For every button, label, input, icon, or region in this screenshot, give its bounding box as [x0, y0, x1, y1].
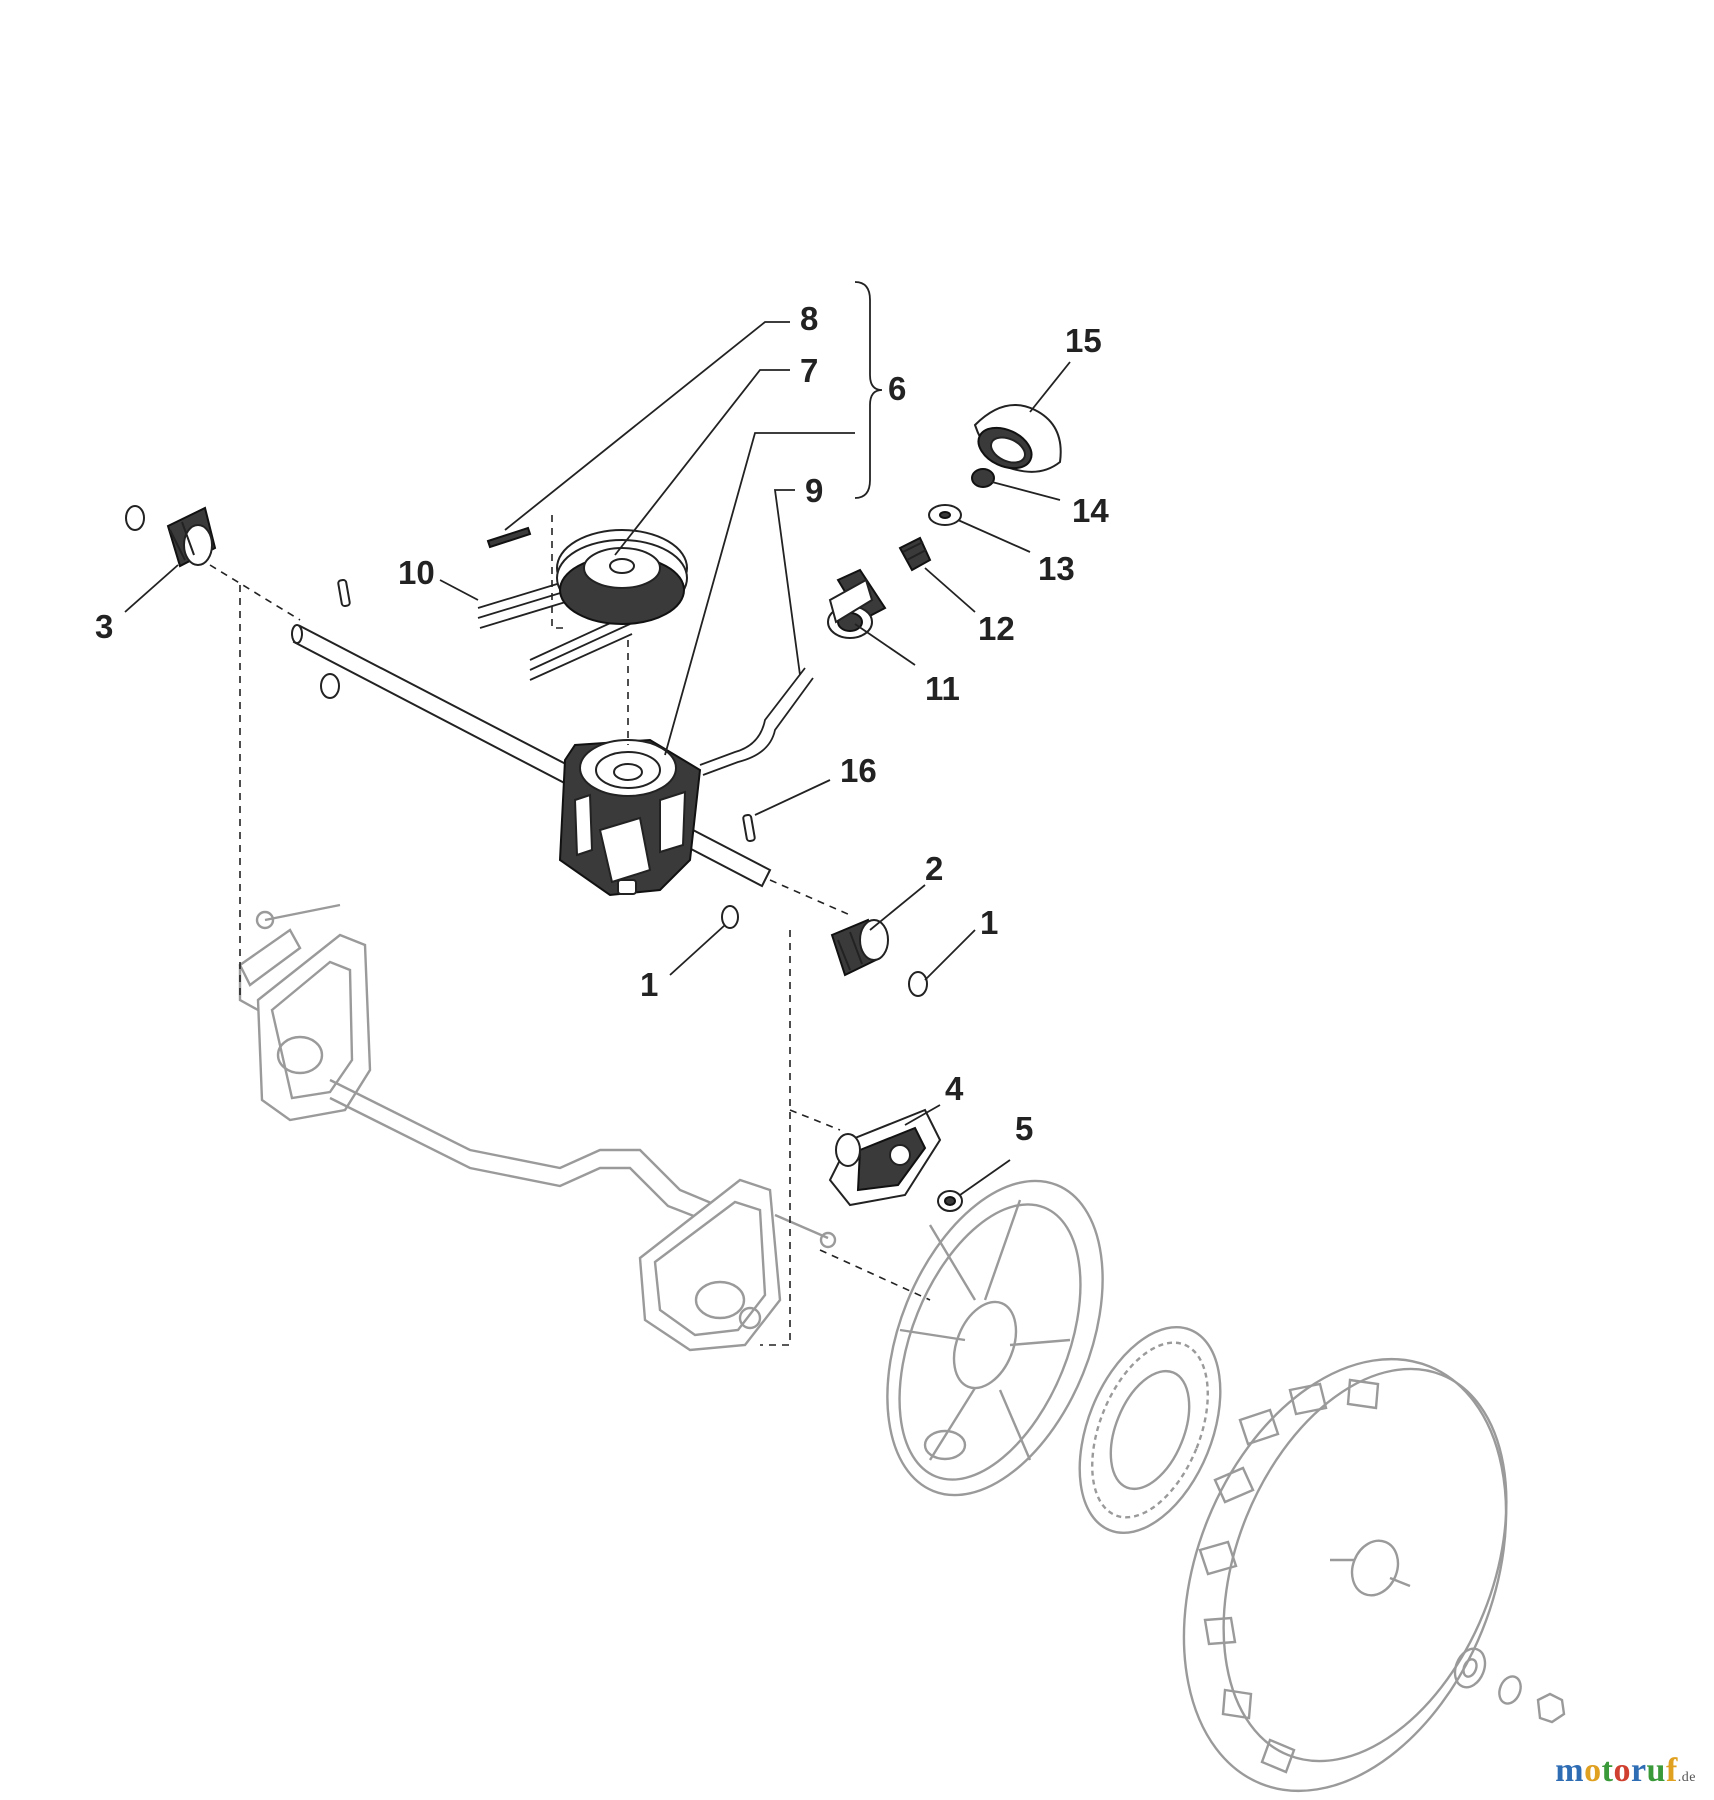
callout-7: 7	[800, 352, 818, 389]
callout-12: 12	[978, 610, 1015, 647]
part-14-nut	[971, 468, 995, 488]
part-13-washer	[928, 504, 962, 526]
watermark-letter: r	[1630, 1752, 1647, 1789]
watermark-letter: f	[1665, 1752, 1678, 1789]
part-4-bearing-plate	[828, 1108, 942, 1207]
callout-4: 4	[945, 1070, 964, 1107]
watermark-letter: u	[1646, 1752, 1666, 1789]
watermark-logo: motoruf.de	[1555, 1752, 1696, 1790]
part-8-key	[486, 526, 532, 549]
watermark-tld: .de	[1677, 1770, 1696, 1785]
callout-3: 3	[95, 608, 113, 645]
callout-13: 13	[1038, 550, 1075, 587]
drive-shaft	[291, 578, 772, 888]
wheel-hub-plate	[886, 1179, 1104, 1497]
callout-14: 14	[1072, 492, 1109, 529]
watermark-letter: t	[1601, 1752, 1614, 1789]
watermark-letter: o	[1584, 1752, 1602, 1789]
callout-9: 9	[805, 472, 823, 509]
drive-gear-ring	[1078, 1326, 1222, 1534]
wheel-fasteners	[1453, 1647, 1566, 1724]
part-15-cap	[973, 404, 1062, 473]
callout-6: 6	[888, 370, 906, 407]
part-11-bushing	[827, 568, 887, 639]
callout-10: 10	[398, 554, 435, 591]
part-3-pinion-left	[125, 505, 217, 568]
callout-leaders	[124, 281, 1071, 1196]
callout-11: 11	[925, 670, 960, 707]
part-2-pinion-right	[830, 918, 889, 977]
part-12-spring	[898, 536, 932, 572]
assembly-guide-lines	[209, 515, 931, 1346]
part-7-pulley	[556, 529, 688, 625]
callout-5: 5	[1015, 1110, 1033, 1147]
rear-wheel	[1182, 1357, 1508, 1793]
callout-1a: 1	[640, 966, 658, 1003]
part-9-control-rod	[699, 667, 814, 776]
callout-1b: 1	[980, 904, 998, 941]
part-16-pin	[742, 813, 756, 843]
part-1-circlips	[721, 905, 928, 997]
callout-8: 8	[800, 300, 818, 337]
gearbox-housing	[558, 738, 702, 897]
watermark-letter: m	[1555, 1752, 1585, 1789]
front-axle-assembly	[238, 903, 837, 1352]
watermark-letter: o	[1613, 1752, 1631, 1789]
callout-labels: 1 1 2 3 4 5 6 7 8 9 10 11 12 13 14 15 16	[95, 300, 1109, 1147]
callout-2: 2	[925, 850, 943, 887]
callout-15: 15	[1065, 322, 1102, 359]
callout-16: 16	[840, 752, 877, 789]
part-5-washer	[937, 1190, 963, 1212]
